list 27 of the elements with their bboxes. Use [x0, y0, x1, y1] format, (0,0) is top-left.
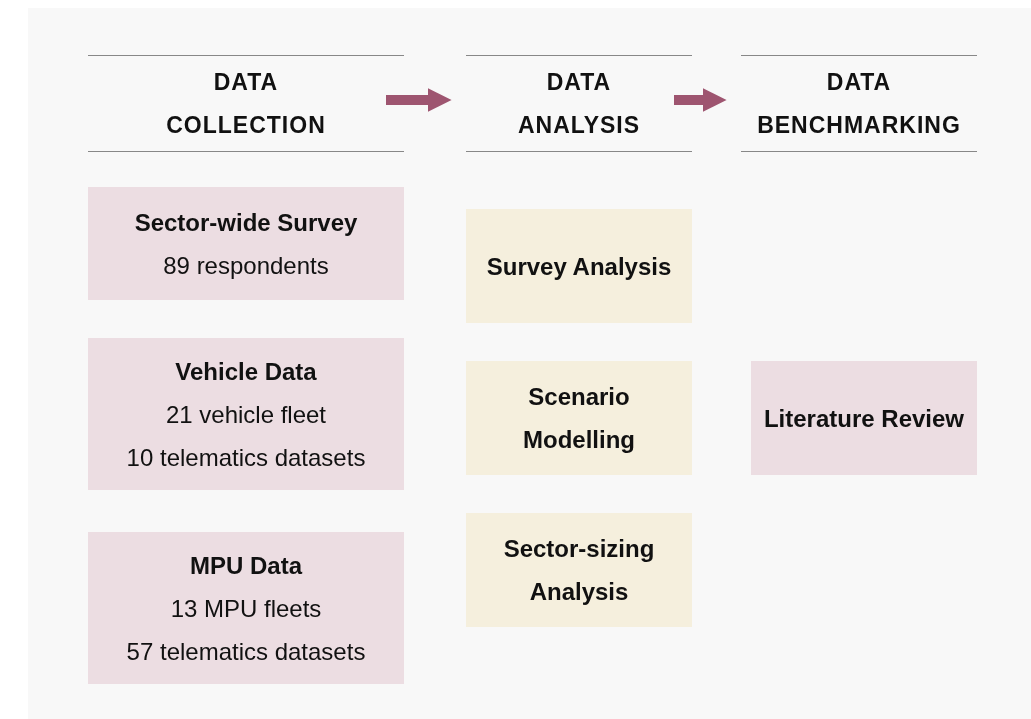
box-detail: 21 vehicle fleet — [164, 399, 328, 430]
box-title: Survey Analysis — [485, 251, 673, 282]
box-detail: 13 MPU fleets — [169, 593, 323, 624]
column-header — [466, 55, 692, 152]
box-detail: 10 telematics datasets — [125, 442, 367, 473]
box-title: Scenario Modelling — [522, 382, 636, 455]
arrow — [386, 88, 452, 112]
box-title: Sector-sizing Analysis — [502, 534, 656, 607]
process-box — [466, 209, 692, 323]
box-title: MPU Data — [189, 550, 304, 581]
process-box — [88, 338, 404, 490]
process-box — [751, 361, 977, 475]
header-text: DATA ANALYSIS — [516, 67, 642, 140]
header-text: DATA COLLECTION — [165, 67, 327, 140]
box-detail: 57 telematics datasets — [125, 636, 367, 667]
process-box — [88, 187, 404, 300]
column-header — [741, 55, 977, 152]
box-title: Vehicle Data — [174, 356, 318, 387]
process-box — [88, 532, 404, 684]
box-title: Literature Review — [762, 403, 966, 434]
process-box — [466, 361, 692, 475]
column-header — [88, 55, 404, 152]
process-box — [466, 513, 692, 627]
arrow — [674, 88, 727, 112]
box-title: Sector-wide Survey — [133, 207, 359, 238]
box-detail: 89 respondents — [162, 250, 330, 281]
header-text: DATA BENCHMARKING — [756, 67, 962, 140]
